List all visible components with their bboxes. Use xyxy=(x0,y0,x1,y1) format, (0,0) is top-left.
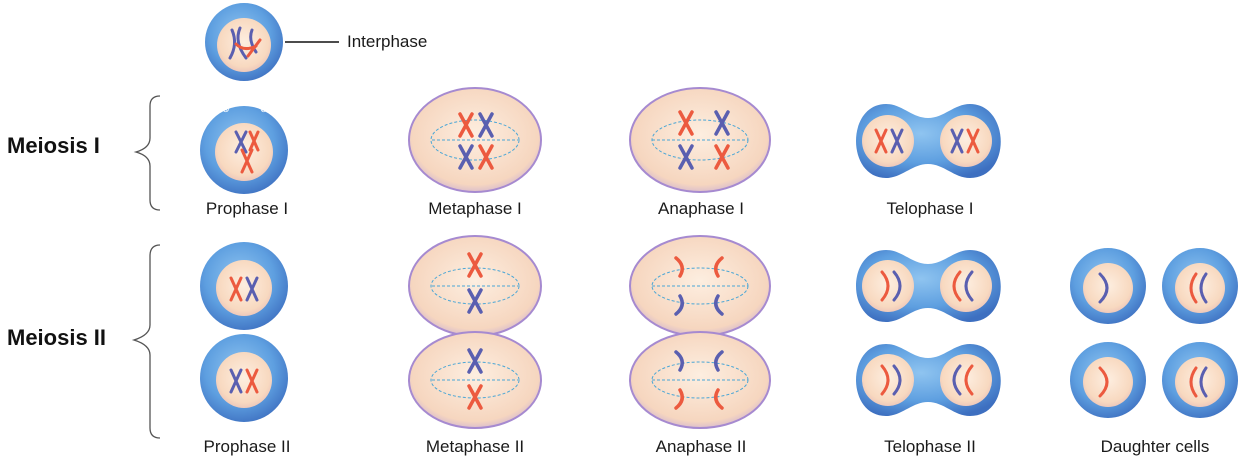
telophase-1-label: Telophase I xyxy=(887,199,974,218)
daughter-cell-4 xyxy=(1162,342,1238,418)
daughter-cell-3 xyxy=(1070,342,1146,418)
prophase-2-label: Prophase II xyxy=(204,437,291,456)
anaphase-1-label: Anaphase I xyxy=(658,199,744,218)
prophase-1-cell: ⊗ ⊗ xyxy=(200,105,288,194)
svg-text:⊗: ⊗ xyxy=(260,105,268,115)
prophase-1-label: Prophase I xyxy=(206,199,288,218)
interphase-cell xyxy=(205,3,283,81)
anaphase-2-cell-a xyxy=(629,235,771,337)
telophase-2-cell-b xyxy=(856,344,1001,416)
meiosis-1-brace xyxy=(133,95,161,211)
meiosis-2-brace xyxy=(131,244,161,439)
meiosis-1-label: Meiosis I xyxy=(7,133,100,158)
daughter-cell-2 xyxy=(1162,248,1238,324)
prophase-2-cell-b xyxy=(200,334,288,422)
meiosis-2-group: Meiosis II xyxy=(7,244,161,439)
meiosis-1-group: Meiosis I xyxy=(7,95,161,211)
anaphase-2-cell-b xyxy=(629,331,771,429)
anaphase-2-label: Anaphase II xyxy=(656,437,747,456)
metaphase-2-cell-a xyxy=(408,235,542,337)
telophase-2-cell-a xyxy=(856,250,1001,322)
svg-text:⊗: ⊗ xyxy=(222,105,230,115)
metaphase-1-cell xyxy=(408,87,542,193)
metaphase-2-cell-b xyxy=(408,331,542,429)
telophase-1-cell xyxy=(856,104,1001,178)
anaphase-1-cell xyxy=(629,87,771,193)
metaphase-2-label: Metaphase II xyxy=(426,437,524,456)
interphase-label: Interphase xyxy=(347,32,427,51)
daughter-cell-1 xyxy=(1070,248,1146,324)
prophase-2-cell-a xyxy=(200,242,288,330)
metaphase-1-label: Metaphase I xyxy=(428,199,522,218)
meiosis-2-label: Meiosis II xyxy=(7,325,106,350)
daughter-cells-label: Daughter cells xyxy=(1101,437,1210,456)
telophase-2-label: Telophase II xyxy=(884,437,976,456)
